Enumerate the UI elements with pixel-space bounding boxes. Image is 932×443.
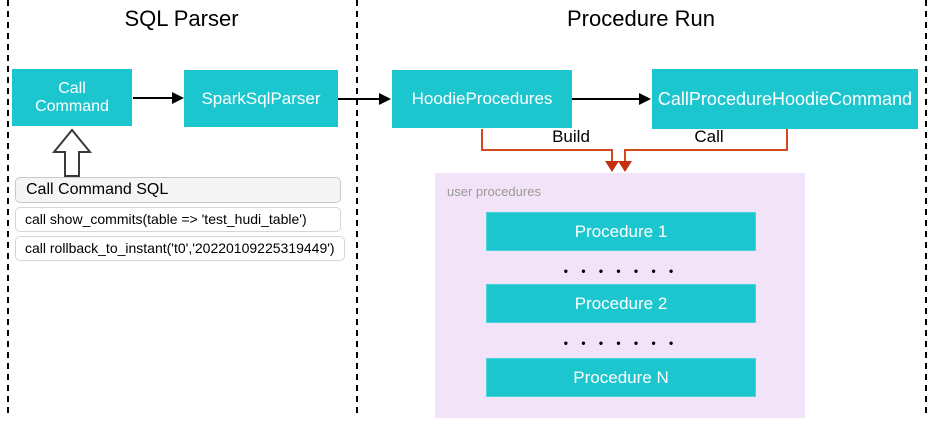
call-connector-drop [786, 129, 788, 151]
hoodie-procedures-node: HoodieProcedures [392, 70, 572, 128]
arrow-parser-to-procedures [338, 93, 391, 105]
ellipsis-dots: • • • • • • • [563, 336, 679, 350]
ellipsis-dots: • • • • • • • [563, 264, 679, 278]
user-procedures-panel: user procedures Procedure 1 • • • • • • … [435, 173, 805, 418]
build-label: Build [552, 127, 590, 146]
arrowhead-icon [639, 93, 651, 105]
call-connector-tail [624, 151, 626, 162]
sql-statement-show-commits: call show_commits(table => 'test_hudi_ta… [15, 207, 341, 232]
hollow-up-arrow-icon [52, 128, 92, 177]
left-region-border [7, 0, 9, 413]
arrowhead-icon [172, 92, 184, 104]
middle-region-border [356, 0, 358, 413]
call-command-node: Call Command [12, 69, 132, 126]
user-procedures-label: user procedures [447, 184, 541, 199]
build-connector-drop [481, 129, 483, 151]
call-connector-horizontal [624, 149, 788, 151]
spark-sql-parser-node: SparkSqlParser [184, 70, 338, 127]
arrowhead-icon [379, 93, 391, 105]
call-procedure-hoodie-command-node: CallProcedureHoodieCommand [652, 69, 918, 129]
right-region-border [925, 0, 927, 413]
arrow-procedures-to-command [572, 93, 651, 105]
build-connector-horizontal [481, 149, 613, 151]
arrow-callcommand-to-parser [133, 92, 184, 104]
procedure-n-node: Procedure N [486, 358, 756, 397]
call-arrowhead-icon [618, 161, 632, 172]
build-connector-tail [611, 151, 613, 162]
build-arrowhead-icon [605, 161, 619, 172]
call-label: Call [694, 127, 724, 146]
sql-parser-region-title: SQL Parser [124, 6, 239, 31]
procedure-2-node: Procedure 2 [486, 284, 756, 323]
sql-panel-title: Call Command SQL [15, 177, 341, 203]
procedure-1-node: Procedure 1 [486, 212, 756, 251]
procedure-run-region-title: Procedure Run [567, 6, 715, 31]
sql-statement-rollback: call rollback_to_instant('t0','202201092… [15, 236, 345, 261]
